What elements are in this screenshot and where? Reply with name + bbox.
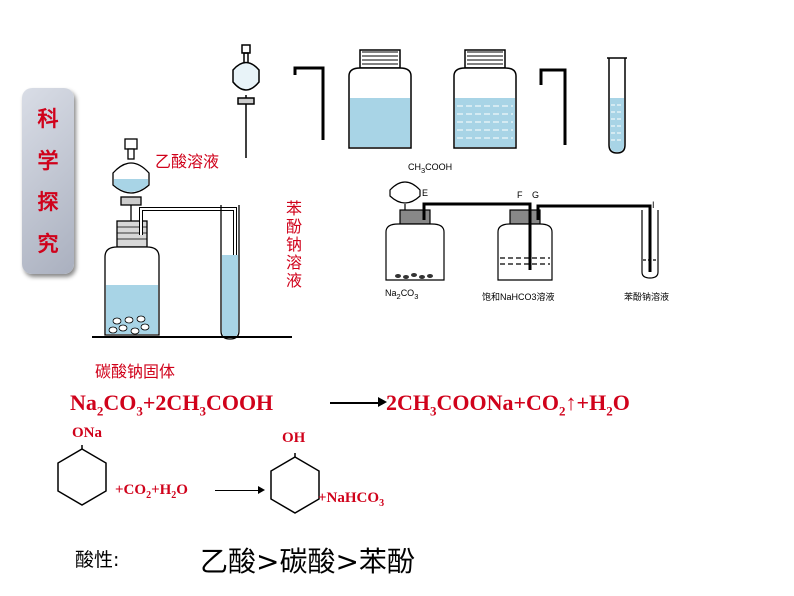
bottle-part-2 xyxy=(453,49,517,149)
apparatus-parts-illustration xyxy=(232,44,627,158)
acidity-order: 乙酸>碳酸>苯酚 xyxy=(200,545,415,578)
equation1-right: 2CH3COONa+CO2↑+H2O xyxy=(386,390,630,419)
equation1-arrow-line xyxy=(330,402,380,404)
diagram-letter-f: F xyxy=(517,190,523,200)
equation2-right: +NaHCO3 xyxy=(318,490,385,509)
colored-apparatus-illustration xyxy=(104,138,240,340)
base-line xyxy=(92,336,292,338)
badge-char-4: 究 xyxy=(37,230,59,256)
science-inquiry-badge: 科 学 探 究 xyxy=(22,88,74,274)
diagram-letter-g: G xyxy=(532,190,540,200)
equation2-arrow-line xyxy=(215,490,259,491)
bottle-part-1 xyxy=(348,49,412,149)
badge-char-2: 学 xyxy=(37,147,59,173)
equation1-arrow-icon xyxy=(378,397,387,407)
diagram-nahco3-label: 饱和NaHCO3溶液 xyxy=(482,292,555,302)
benzene-ring-product xyxy=(270,453,320,514)
badge-char-3: 探 xyxy=(37,189,59,215)
diagram-letter-i: I xyxy=(652,200,655,210)
benzene-ring-reactant xyxy=(57,445,107,506)
equation1-left: Na2CO3+2CH3COOH xyxy=(70,390,274,419)
product-group-label: OH xyxy=(282,430,306,446)
diagram-na2co3-label: Na2CO3 xyxy=(385,288,419,301)
acidity-label: 酸性: xyxy=(75,549,120,571)
equation2-arrow-icon xyxy=(258,486,265,494)
bent-tube-part-2 xyxy=(539,68,567,145)
reactant-group-label: ONa xyxy=(72,425,102,441)
badge-char-1: 科 xyxy=(37,106,59,132)
diagram-letter-e: E xyxy=(422,188,429,198)
equation2-mid: +CO2+H2O xyxy=(115,482,188,501)
phenolate-solution-label: 苯酚钠溶液 xyxy=(283,200,302,290)
test-tube-part xyxy=(607,57,627,154)
diagram-phenolate-label: 苯酚钠溶液 xyxy=(624,292,670,302)
diagram-acetic-label: CH3COOH xyxy=(408,162,453,175)
separatory-funnel-part xyxy=(232,44,260,158)
acetic-solution-label: 乙酸溶液 xyxy=(155,152,220,171)
carbonate-solid-label: 碳酸钠固体 xyxy=(95,362,176,381)
bent-tube-part-1 xyxy=(293,66,325,140)
connected-apparatus-illustration xyxy=(385,181,659,281)
